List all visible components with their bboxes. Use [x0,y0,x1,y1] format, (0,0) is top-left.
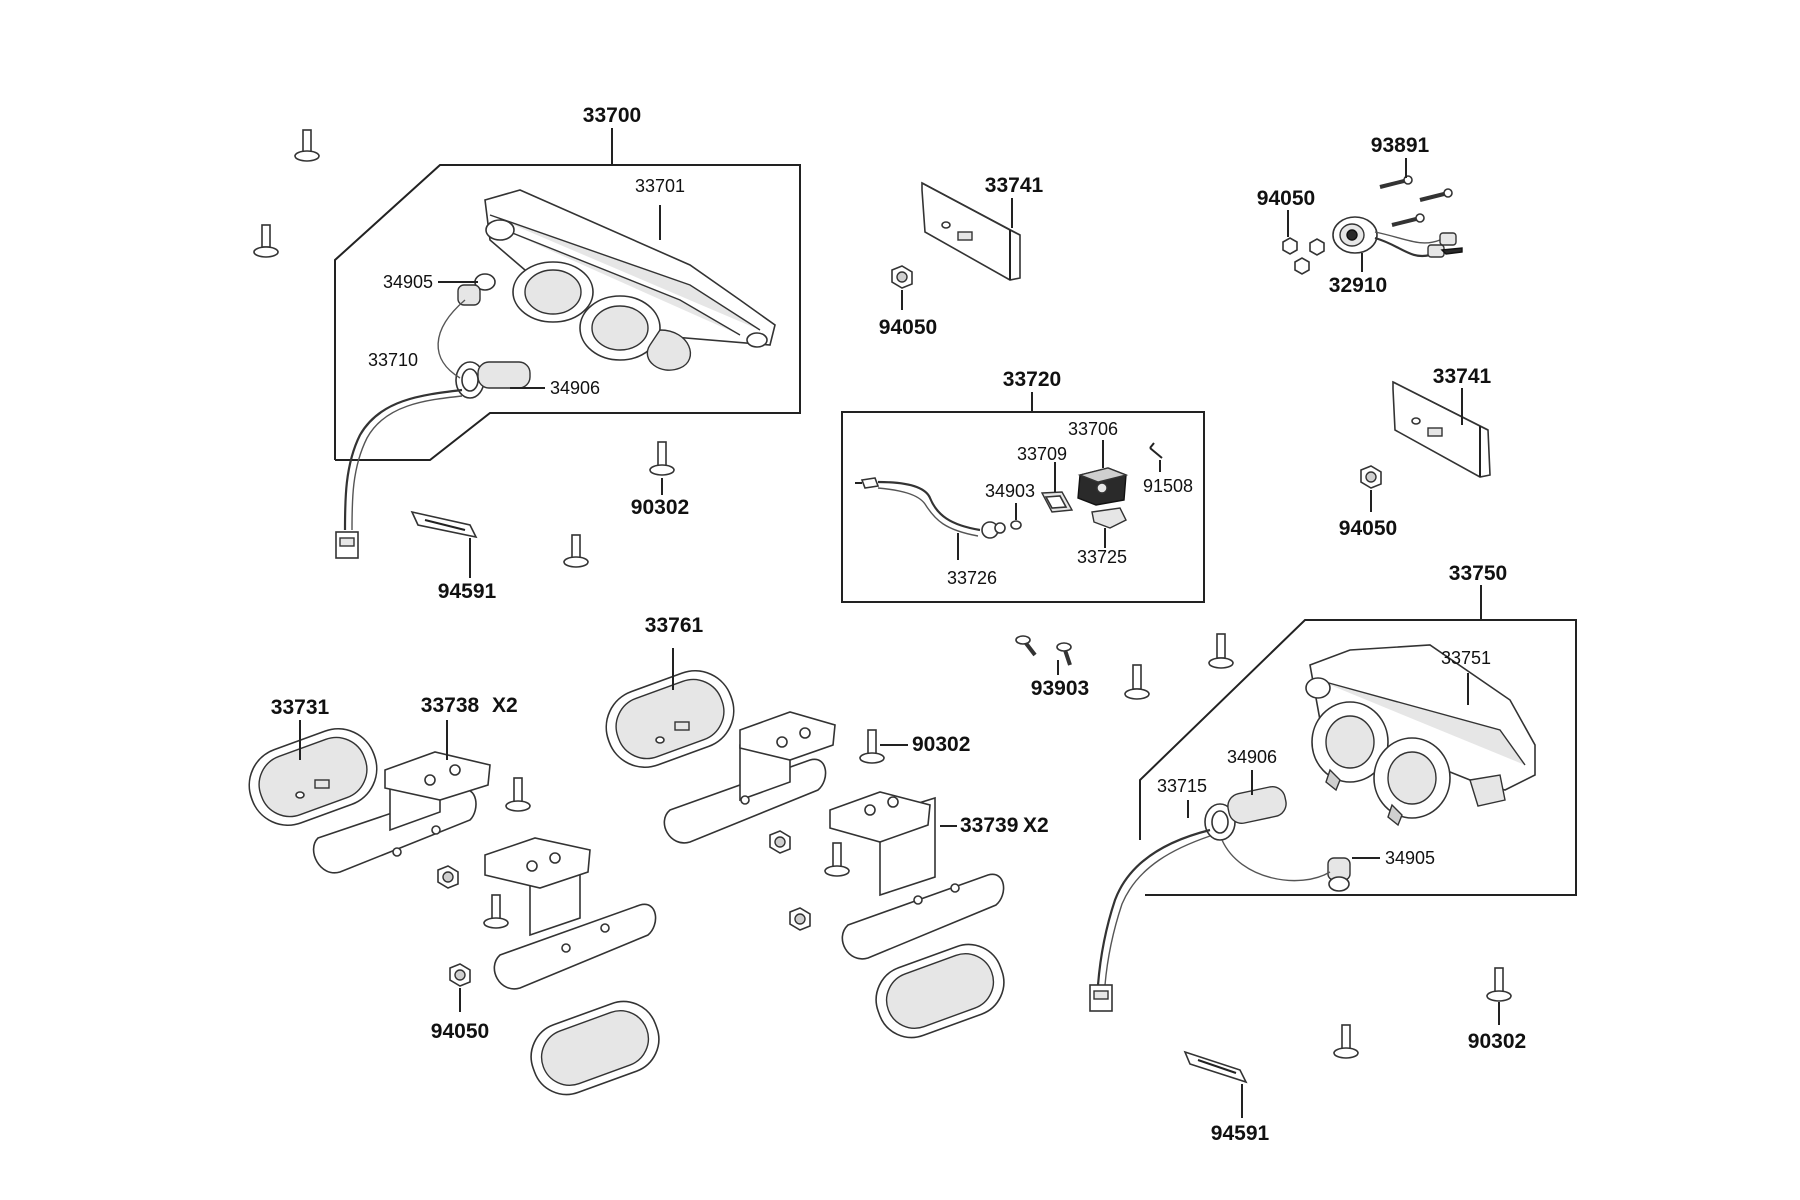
label-90302-a: 90302 [631,496,689,519]
label-33726: 33726 [947,568,997,588]
harness-33715 [1089,828,1331,1012]
label-33761: 33761 [645,614,704,637]
license-lamp-32910 [1332,216,1463,258]
harness-33726 [855,477,1006,539]
label-33750: 33750 [1449,562,1507,585]
tail-light-housing-33751 [1305,644,1536,827]
label-90302-b: 90302 [912,733,970,756]
label-33739-qty: X2 [1023,814,1049,837]
clip-94591-a [410,510,478,539]
label-33715: 33715 [1157,776,1207,796]
nut-mid-2 [769,830,791,854]
nut-94050-bottom [449,963,471,987]
screw-left-1 [294,129,320,162]
socket-34906-left [455,361,531,399]
label-34905-right: 34905 [1385,848,1435,868]
screws-93891 [1379,175,1453,227]
label-33709: 33709 [1017,444,1067,464]
label-33741-right: 33741 [1433,365,1492,388]
clip-94591-b [1183,1050,1248,1084]
assembly-33750-frame [1139,585,1577,896]
screw-right-3 [1333,1024,1359,1059]
screw-90302-a [649,441,675,476]
label-90302-c: 90302 [1468,1030,1526,1053]
bracket-33738-b [484,837,657,990]
label-91508: 91508 [1143,476,1193,496]
label-34906-right: 34906 [1227,747,1277,767]
screw-mid-3 [824,842,850,877]
nut-mid-1 [437,865,459,889]
reflector-33741-top [921,181,1021,281]
label-34906-left: 34906 [550,378,600,398]
label-33700: 33700 [583,104,641,127]
label-34903: 34903 [985,481,1035,501]
label-34905-left: 34905 [383,272,433,292]
reflector-33731 [248,728,378,826]
label-94050-mid: 94050 [879,316,937,339]
label-33739: 33739 [960,814,1018,837]
screw-91508 [1149,442,1163,459]
label-94050-right2: 94050 [1339,517,1397,540]
label-33720: 33720 [1003,368,1061,391]
label-33710: 33710 [368,350,418,370]
label-94050-bottom: 94050 [431,1020,489,1043]
lamp-body-33706 [1077,467,1129,506]
screw-right-1 [1124,664,1150,700]
nut-mid-3 [789,907,811,931]
label-33738-qty: X2 [492,694,518,717]
label-33725: 33725 [1077,547,1127,567]
assembly-33720-frame [841,411,1205,603]
nut-94050-mid [891,265,913,289]
bracket-33739 [829,791,1005,960]
label-33706: 33706 [1068,419,1118,439]
gasket-33709 [1040,491,1074,513]
label-33701: 33701 [635,176,685,196]
nuts-94050-right [1282,237,1325,275]
screw-right-2 [1208,633,1234,669]
assembly-33700-frame [334,128,801,461]
screws-93903 [1015,635,1072,666]
label-93891: 93891 [1371,134,1430,157]
screw-90302-c [1486,967,1512,1002]
reflector-bottom-mid [875,943,1005,1039]
label-94591-b: 94591 [1211,1122,1270,1145]
reflector-33741-right [1392,380,1491,478]
screw-mid-2 [483,894,509,929]
label-33738: 33738 [421,694,480,717]
screw-90302-b [859,729,885,764]
label-33731: 33731 [271,696,330,719]
label-93903: 93903 [1031,677,1089,700]
reflector-bottom-left [530,1000,660,1096]
reflector-33761 [605,670,735,768]
screw-left-2 [253,224,279,258]
label-94050-right: 94050 [1257,187,1315,210]
tail-light-housing-33701 [484,189,776,371]
bulb-34905-right [1327,857,1351,892]
lens-33725 [1091,507,1127,529]
socket-34906-right [1204,786,1287,841]
label-32910: 32910 [1329,274,1387,297]
label-94591-a: 94591 [438,580,497,603]
label-33741-top: 33741 [985,174,1044,197]
bracket-mid-top [663,711,836,844]
harness-33710 [335,299,466,559]
label-33751: 33751 [1441,648,1491,668]
screw-left-3 [563,534,589,568]
bulb-34905-left [457,273,496,306]
nut-94050-right2 [1360,465,1382,489]
bulb-34903 [1010,520,1022,530]
screw-mid-1 [505,777,531,812]
bracket-33738 [312,751,491,874]
